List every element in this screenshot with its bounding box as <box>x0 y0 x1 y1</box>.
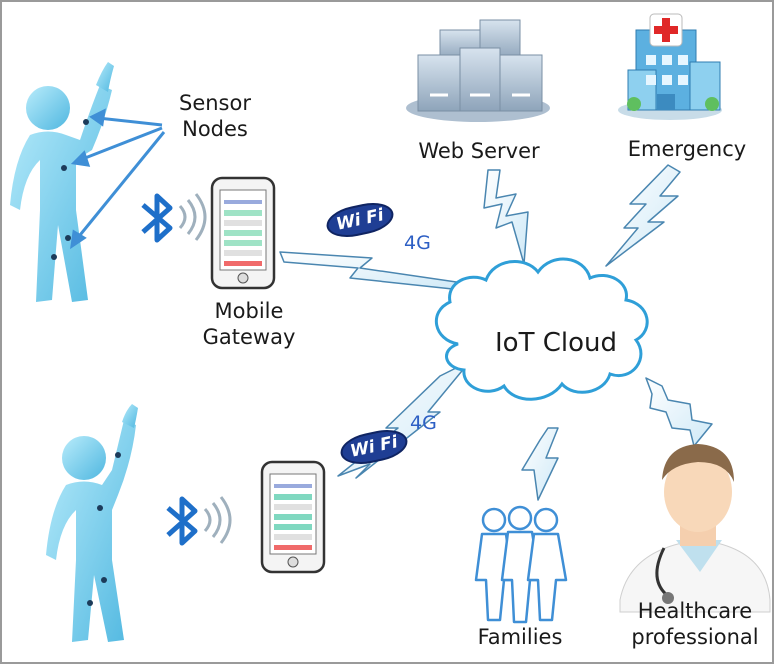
doctor-icon <box>619 444 771 613</box>
families-label: Families <box>477 625 563 649</box>
web-server-label: Web Server <box>418 139 540 163</box>
people-icon <box>474 505 568 624</box>
cloud-icon <box>434 257 649 401</box>
smartphone-icon <box>210 176 276 290</box>
signal-waves-icon <box>178 193 207 241</box>
sensor-nodes-label: Sensor Nodes <box>179 91 251 142</box>
server-icon <box>406 19 550 122</box>
healthcare-professional-label: Healthcare professional <box>631 599 759 650</box>
smartphone-icon <box>260 460 326 574</box>
iot-cloud-label: IoT Cloud <box>495 328 617 358</box>
emergency-label: Emergency <box>627 137 747 161</box>
human-body-icon <box>10 62 114 302</box>
bluetooth-icon <box>141 193 173 243</box>
4g-label-top: 4G <box>404 232 431 254</box>
signal-waves-icon <box>203 496 232 544</box>
lightning-link-icon <box>279 164 713 501</box>
hospital-icon <box>618 13 722 120</box>
mobile-gateway-label: Mobile Gateway <box>202 299 296 350</box>
human-body-icon <box>46 404 138 642</box>
4g-label-bottom: 4G <box>410 412 437 434</box>
bluetooth-icon <box>166 496 198 546</box>
sensor-arrows <box>70 108 166 250</box>
